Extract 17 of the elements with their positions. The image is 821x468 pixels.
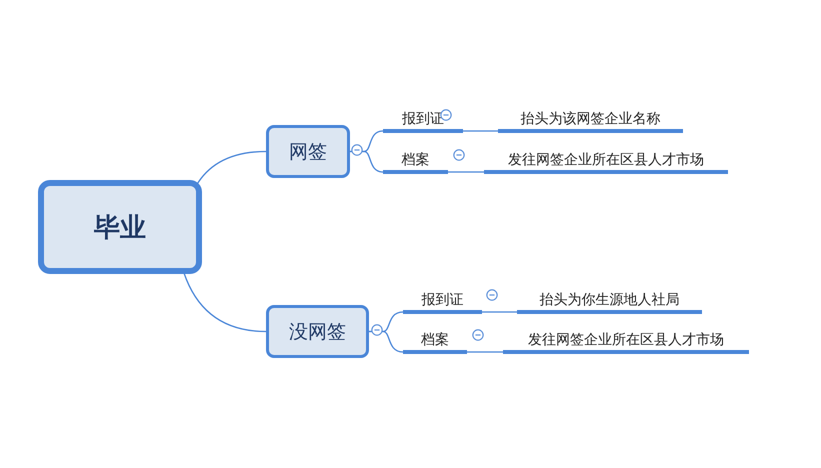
root-topic-box: 毕业	[38, 180, 202, 274]
topic-box: 网签	[266, 125, 350, 178]
subtopic-text: 报到证	[403, 290, 482, 314]
connector-line	[467, 351, 503, 353]
subtopic-text: 发往网签企业所在区县人才市场	[503, 330, 749, 354]
connector-line	[463, 130, 498, 132]
connector-line	[369, 330, 404, 353]
subtopic-text: 发往网签企业所在区县人才市场	[484, 150, 728, 174]
connector-line	[350, 150, 384, 173]
subtopic-text: 档案	[403, 330, 467, 354]
subtopic-text: 抬头为该网签企业名称	[498, 109, 683, 133]
connector-line	[183, 272, 266, 332]
topic-box: 没网签	[266, 305, 369, 358]
subtopic-text: 抬头为你生源地人社局	[517, 290, 702, 314]
subtopic-text: 档案	[383, 150, 448, 174]
connector-line	[448, 171, 484, 173]
connector-line	[482, 311, 517, 313]
